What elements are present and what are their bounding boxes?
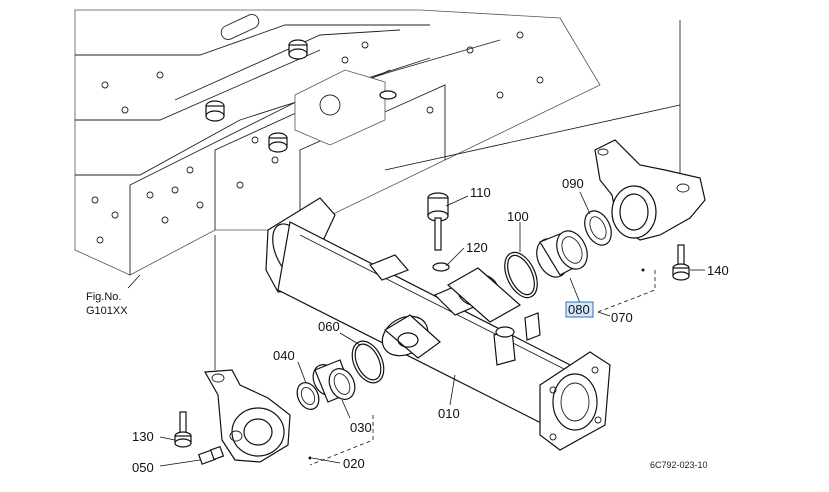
drawing-code: 6C792-023-10 <box>650 460 708 470</box>
callout-080-highlight <box>565 301 594 318</box>
callout-040[interactable]: 040 <box>273 348 295 363</box>
figure-reference: Fig.No. G101XX <box>86 274 141 317</box>
callout-090[interactable]: 090 <box>562 176 584 191</box>
leader-lines <box>159 191 705 467</box>
assembly-bracket-070 <box>597 270 656 313</box>
bushing-080 <box>536 230 588 278</box>
o-ring-060 <box>351 340 385 384</box>
callout-080[interactable]: 080 <box>568 302 590 317</box>
callout-140[interactable]: 140 <box>707 263 729 278</box>
figure-ref-line2: G101XX <box>86 305 128 317</box>
callout-110[interactable]: 110 <box>470 185 491 200</box>
figure-ref-line1: Fig.No. <box>86 291 121 303</box>
grease-nipple-110 <box>427 192 449 251</box>
callout-050[interactable]: 050 <box>132 460 154 475</box>
washer-040 <box>296 382 320 410</box>
callout-020[interactable]: 020 <box>343 456 365 471</box>
pivot-bracket-070 <box>594 139 706 241</box>
bolt-140 <box>672 244 690 281</box>
callout-060[interactable]: 060 <box>318 319 340 334</box>
callout-120[interactable]: 120 <box>466 240 488 255</box>
bushing-030 <box>312 359 356 403</box>
tractor-frame <box>74 9 601 276</box>
callout-070[interactable]: 070 <box>611 310 633 325</box>
callout-100[interactable]: 100 <box>507 209 529 224</box>
o-ring-100 <box>504 251 538 299</box>
washer-090 <box>584 210 612 246</box>
pivot-bracket-020 <box>204 369 291 463</box>
callout-130[interactable]: 130 <box>132 429 154 444</box>
bolt-130 <box>174 411 192 448</box>
assembly-bracket-020 <box>309 415 374 466</box>
callout-010[interactable]: 010 <box>438 406 460 421</box>
grease-fitting-050 <box>197 445 225 465</box>
axle-housing <box>265 197 611 451</box>
callout-030[interactable]: 030 <box>350 420 372 435</box>
o-ring-120 <box>432 262 450 272</box>
